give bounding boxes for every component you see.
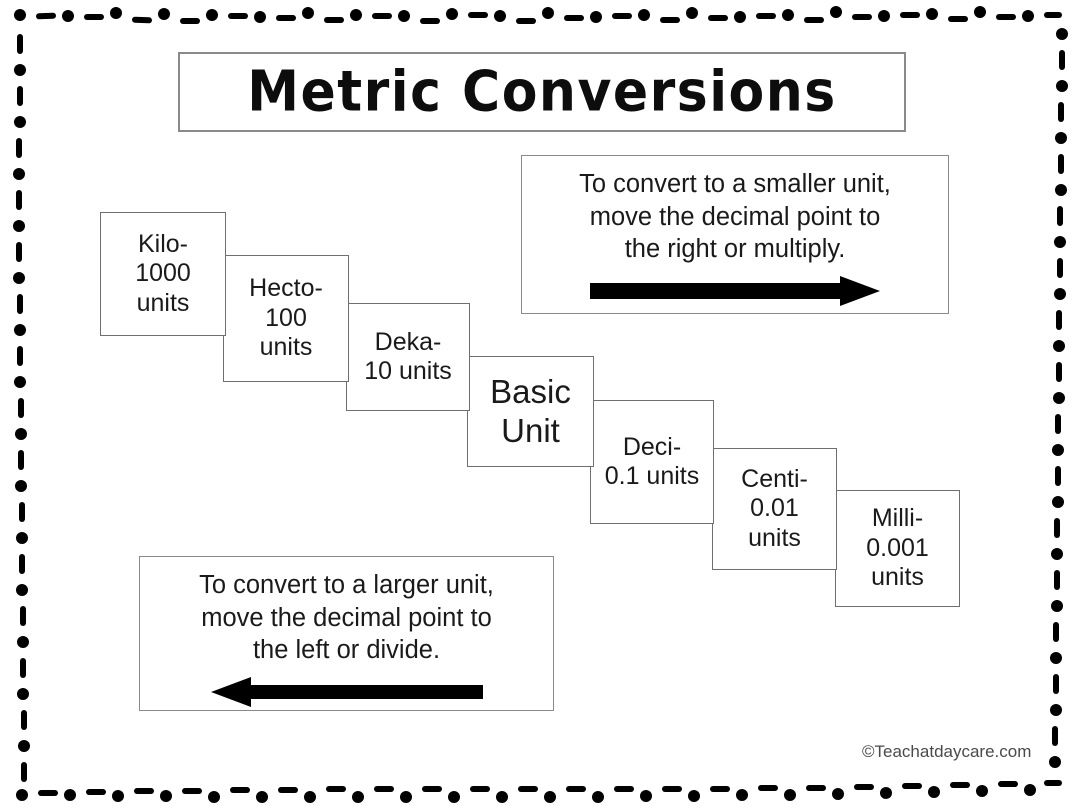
step-centi-line-2: 0.01 <box>750 494 799 523</box>
step-hecto-line-3: units <box>259 333 313 362</box>
step-deci-line-2: 0.1 units <box>604 462 700 490</box>
step-kilo-line-3: units <box>136 288 190 317</box>
step-kilo: Kilo- 1000 units <box>100 212 226 336</box>
arrow-right-icon <box>590 275 880 306</box>
callout-larger-line-1: To convert to a larger unit, <box>199 571 494 599</box>
step-centi-line-3: units <box>748 523 801 552</box>
page-title: Metric Conversions <box>247 59 837 125</box>
step-hecto: Hecto- 100 units <box>223 255 349 382</box>
step-hecto-line-1: Hecto- <box>249 274 323 303</box>
callout-smaller-line-2: move the decimal point to <box>589 202 881 231</box>
arrow-right-wrapper <box>522 275 948 306</box>
step-milli: Milli- 0.001 units <box>835 490 960 607</box>
step-kilo-line-2: 1000 <box>135 259 191 288</box>
arrow-left-icon <box>210 676 483 707</box>
step-deka: Deka- 10 units <box>346 303 470 411</box>
step-centi: Centi- 0.01 units <box>712 448 837 570</box>
callout-smaller-unit: To convert to a smaller unit, move the d… <box>521 155 949 314</box>
callout-smaller-line-3: the right or multiply. <box>624 235 846 264</box>
callout-larger-line-3: the left or divide. <box>252 636 441 665</box>
step-deka-line-2: 10 units <box>364 357 452 385</box>
step-milli-line-3: units <box>871 563 924 592</box>
callout-larger-line-2: move the decimal point to <box>201 603 492 632</box>
step-hecto-line-2: 100 <box>265 303 307 332</box>
step-deci: Deci- 0.1 units <box>590 400 714 524</box>
step-basic-unit: Basic Unit <box>467 356 594 467</box>
step-deka-line-1: Deka- <box>374 327 442 356</box>
step-kilo-line-1: Kilo- <box>137 229 188 258</box>
step-milli-line-2: 0.001 <box>866 533 929 562</box>
step-centi-line-1: Centi- <box>741 464 808 493</box>
step-deci-line-1: Deci- <box>622 432 682 461</box>
callout-larger-unit: To convert to a larger unit, move the de… <box>139 556 554 711</box>
step-basic-line-2: Unit <box>501 411 560 449</box>
credit-text: ©Teachatdaycare.com <box>862 742 1032 761</box>
step-basic-line-1: Basic <box>490 372 571 410</box>
page-title-box: Metric Conversions <box>178 52 906 132</box>
step-milli-line-1: Milli- <box>871 504 924 533</box>
arrow-left-wrapper <box>140 676 553 707</box>
callout-smaller-line-1: To convert to a smaller unit, <box>579 170 891 198</box>
